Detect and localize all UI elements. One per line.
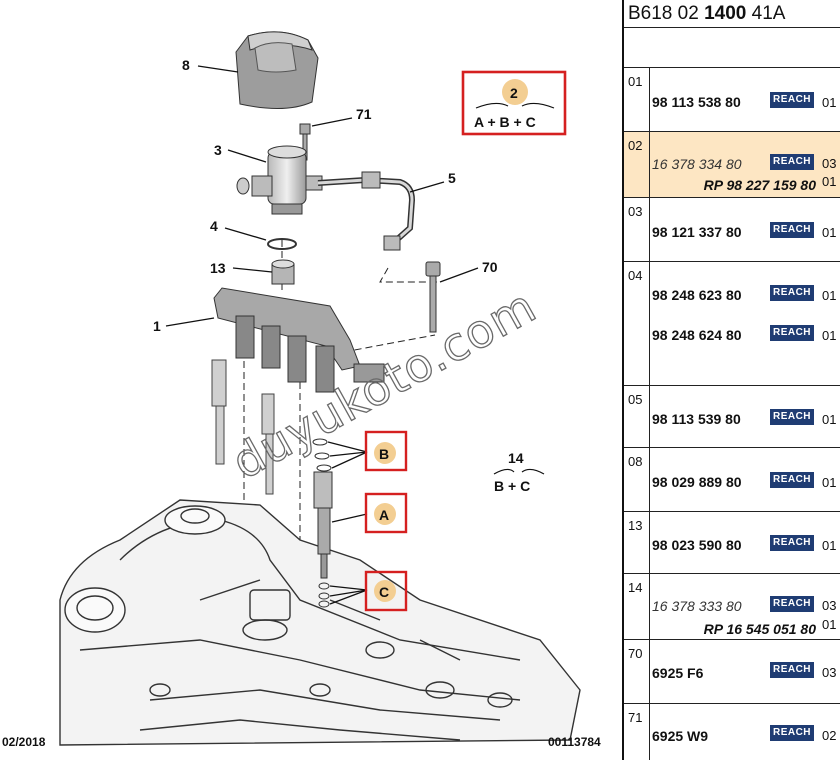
row-index: 02 xyxy=(628,138,643,153)
row-index: 08 xyxy=(628,454,643,469)
row-index: 71 xyxy=(628,710,643,725)
part-number[interactable]: 98 113 539 80 xyxy=(652,411,741,427)
quantity-alt: 01 xyxy=(822,328,837,343)
quantity: 03 xyxy=(822,598,837,613)
reach-badge: REACH xyxy=(770,92,814,108)
row-index: 03 xyxy=(628,204,643,219)
reference-bold: 1400 xyxy=(704,3,747,24)
part-70-bolt xyxy=(425,261,441,333)
reach-badge: REACH xyxy=(770,472,814,488)
part-5-fuel-line xyxy=(317,171,416,251)
row-index: 13 xyxy=(628,518,643,533)
part-number[interactable]: 16 378 333 80 xyxy=(652,598,742,614)
part-row-13[interactable]: 13 98 023 590 80 REACH 01 xyxy=(624,512,840,574)
diagram-drawing: 8 71 3 5 4 13 70 1 B A C 2 A + B + C 14 … xyxy=(2,31,601,749)
reach-badge: REACH xyxy=(770,325,814,341)
part-row-02[interactable]: 02 16 378 334 80 REACH 03 RP 98 227 159 … xyxy=(624,132,840,198)
callout-4: 4 xyxy=(210,218,218,234)
callout-1: 1 xyxy=(153,318,161,334)
reach-badge: REACH xyxy=(770,222,814,238)
quantity: 03 xyxy=(822,665,837,680)
replacement-quantity: 01 xyxy=(822,617,837,632)
kit-2-formula: A + B + C xyxy=(474,114,536,130)
part-number[interactable]: 6925 W9 xyxy=(652,728,709,744)
kit-14-number: 14 xyxy=(508,450,524,466)
footer-reference: 00113784 xyxy=(548,735,601,749)
row-index: 05 xyxy=(628,392,643,407)
reach-badge: REACH xyxy=(770,154,814,170)
reach-badge: REACH xyxy=(770,662,814,678)
replacement-part-number[interactable]: RP 16 545 051 80 xyxy=(703,621,816,637)
header-blank-row xyxy=(624,29,840,68)
kit-14-label: 14 B + C xyxy=(493,450,545,494)
callout-13: 13 xyxy=(210,260,226,276)
part-number[interactable]: 16 378 334 80 xyxy=(652,156,742,172)
callout-71: 71 xyxy=(356,106,372,122)
footer-date: 02/2018 xyxy=(2,735,46,749)
part-8-cover xyxy=(235,31,319,110)
part-row-14[interactable]: 14 16 378 333 80 REACH 03 RP 16 545 051 … xyxy=(624,574,840,640)
replacement-part-number[interactable]: RP 98 227 159 80 xyxy=(703,177,816,193)
part-row-04[interactable]: 04 98 248 623 80 REACH 01 98 248 624 80 … xyxy=(624,262,840,386)
callout-5: 5 xyxy=(448,170,456,186)
row-index: 70 xyxy=(628,646,643,661)
diagram-reference: B618 02 1400 41A xyxy=(624,0,840,28)
seals-c xyxy=(318,582,330,608)
reach-badge: REACH xyxy=(770,409,814,425)
part-number[interactable]: 98 023 590 80 xyxy=(652,537,742,553)
quantity: 01 xyxy=(822,95,837,110)
part-row-03[interactable]: 03 98 121 337 80 REACH 01 xyxy=(624,198,840,262)
callout-70: 70 xyxy=(482,259,498,275)
marker-b: B xyxy=(364,430,408,472)
part-3-pump xyxy=(236,145,323,215)
marker-a: A xyxy=(364,492,408,534)
reference-suffix: 41A xyxy=(746,3,786,24)
part-1-fuel-rail xyxy=(213,287,385,393)
kit-2-number: 2 xyxy=(510,85,518,101)
seals-b xyxy=(312,438,332,472)
marker-c-label: C xyxy=(379,584,389,600)
part-number[interactable]: 98 113 538 80 xyxy=(652,94,741,110)
marker-b-label: B xyxy=(379,446,389,462)
quantity: 01 xyxy=(822,288,837,303)
reference-prefix: B618 02 xyxy=(628,3,705,24)
callout-8: 8 xyxy=(182,57,190,73)
part-row-05[interactable]: 05 98 113 539 80 REACH 01 xyxy=(624,386,840,448)
engine-block xyxy=(59,499,581,746)
replacement-quantity: 01 xyxy=(822,174,837,189)
row-index: 01 xyxy=(628,74,643,89)
part-number[interactable]: 6925 F6 xyxy=(652,665,704,681)
quantity: 03 xyxy=(822,156,837,171)
part-row-71[interactable]: 71 6925 W9 REACH 02 xyxy=(624,704,840,760)
part-number[interactable]: 98 121 337 80 xyxy=(652,224,742,240)
quantity: 01 xyxy=(822,412,837,427)
part-13-bush xyxy=(271,259,295,285)
reach-badge: REACH xyxy=(770,285,814,301)
marker-a-label: A xyxy=(379,507,389,523)
reach-badge: REACH xyxy=(770,535,814,551)
parts-list-panel: B618 02 1400 41A 01 98 113 538 80 REACH … xyxy=(622,0,840,760)
part-number[interactable]: 98 248 623 80 xyxy=(652,287,742,303)
row-index: 14 xyxy=(628,580,643,595)
quantity: 01 xyxy=(822,538,837,553)
kit-2-box: 2 A + B + C xyxy=(461,70,567,136)
kit-14-formula: B + C xyxy=(494,478,530,494)
quantity: 01 xyxy=(822,475,837,490)
part-row-08[interactable]: 08 98 029 889 80 REACH 01 xyxy=(624,448,840,512)
quantity: 02 xyxy=(822,728,837,743)
part-4-o-ring xyxy=(267,238,297,250)
reach-badge: REACH xyxy=(770,725,814,741)
injector-a xyxy=(313,471,333,579)
exploded-parts-diagram: 8 71 3 5 4 13 70 1 B A C 2 A + B + C 14 … xyxy=(2,31,601,749)
part-number[interactable]: 98 029 889 80 xyxy=(652,474,742,490)
part-number-alt[interactable]: 98 248 624 80 xyxy=(652,327,742,343)
marker-c: C xyxy=(364,570,408,612)
row-index: 04 xyxy=(628,268,643,283)
callout-3: 3 xyxy=(214,142,222,158)
part-row-70[interactable]: 70 6925 F6 REACH 03 xyxy=(624,640,840,704)
injectors-left xyxy=(211,359,275,495)
part-row-01[interactable]: 01 98 113 538 80 REACH 01 xyxy=(624,68,840,132)
quantity: 01 xyxy=(822,225,837,240)
reach-badge: REACH xyxy=(770,596,814,612)
